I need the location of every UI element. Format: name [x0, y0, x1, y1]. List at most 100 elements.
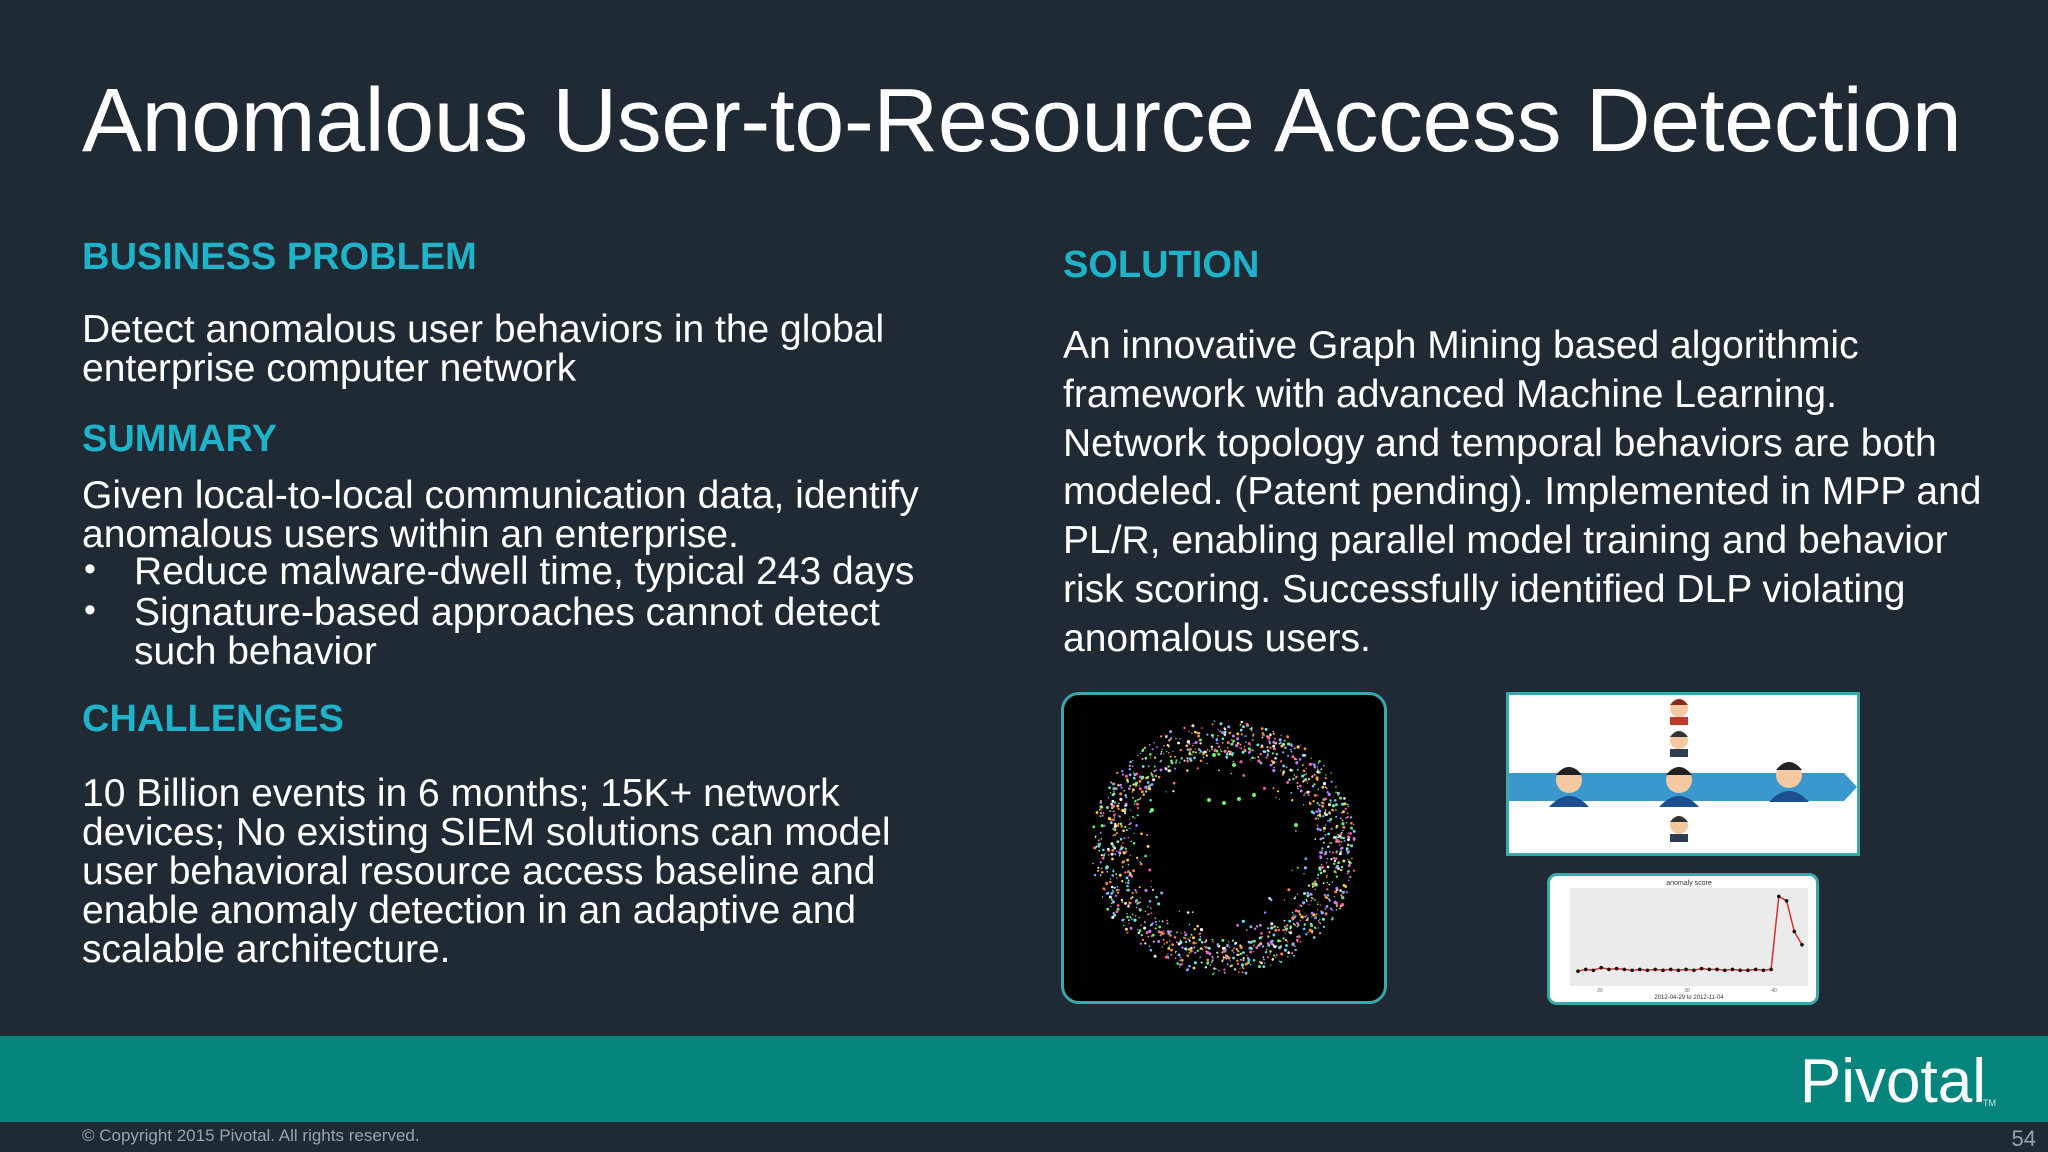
graph-node [1305, 773, 1308, 775]
graph-node [1152, 889, 1154, 891]
graph-node [1286, 780, 1290, 784]
graph-node [1117, 891, 1120, 894]
graph-node [1249, 744, 1252, 746]
graph-node [1112, 807, 1114, 809]
graph-node [1310, 896, 1313, 899]
graph-node [1114, 853, 1117, 856]
graph-node [1316, 802, 1319, 805]
graph-node [1151, 922, 1154, 925]
graph-node [1152, 778, 1156, 782]
graph-node [1115, 877, 1118, 879]
graph-node [1323, 830, 1325, 832]
graph-node [1330, 858, 1333, 861]
anomaly-score-point [1676, 968, 1681, 973]
graph-node [1321, 785, 1325, 789]
graph-node [1146, 833, 1149, 837]
user-icon [1549, 767, 1589, 807]
graph-node [1150, 808, 1154, 812]
graph-node [1163, 932, 1166, 935]
graph-node [1137, 929, 1139, 931]
graph-node [1147, 935, 1150, 938]
graph-node [1198, 932, 1202, 935]
graph-node [1149, 924, 1152, 927]
graph-node [1129, 916, 1132, 918]
graph-node [1318, 771, 1321, 774]
graph-node [1134, 817, 1136, 819]
plot-title: anomaly score [1666, 880, 1712, 887]
graph-node [1092, 862, 1094, 865]
graph-node [1162, 938, 1165, 941]
graph-node [1100, 809, 1102, 811]
graph-node [1296, 781, 1299, 785]
graph-node [1116, 824, 1119, 828]
graph-node [1150, 783, 1154, 786]
graph-node [1194, 951, 1197, 954]
graph-node [1135, 906, 1137, 909]
graph-node [1286, 735, 1289, 739]
graph-node [1291, 911, 1294, 914]
graph-node [1252, 734, 1254, 737]
graph-node [1160, 759, 1162, 762]
graph-node [1098, 809, 1101, 811]
graph-node [1146, 781, 1150, 784]
graph-node [1299, 904, 1301, 907]
graph-node [1137, 931, 1140, 935]
graph-node [1349, 836, 1351, 839]
graph-node [1272, 747, 1276, 751]
graph-node [1138, 787, 1142, 791]
graph-node [1112, 845, 1115, 848]
graph-node [1223, 730, 1227, 734]
graph-node [1196, 767, 1199, 770]
graph-node [1267, 935, 1269, 937]
graph-node [1244, 971, 1248, 975]
graph-node [1167, 953, 1169, 955]
graph-node [1305, 933, 1308, 936]
anomaly-score-point [1723, 968, 1727, 973]
graph-node [1133, 776, 1136, 780]
graph-node [1113, 825, 1117, 828]
graph-node [1284, 746, 1287, 749]
graph-node [1266, 942, 1270, 945]
graph-node [1331, 808, 1334, 811]
graph-node [1112, 787, 1116, 791]
graph-node [1231, 739, 1233, 741]
graph-node [1113, 810, 1115, 812]
graph-node [1339, 907, 1342, 910]
graph-node [1222, 958, 1225, 961]
graph-node [1230, 965, 1232, 967]
graph-node [1141, 749, 1145, 752]
graph-node [1138, 916, 1140, 919]
graph-node [1176, 931, 1178, 934]
graph-node [1213, 967, 1216, 970]
graph-node [1293, 954, 1296, 957]
graph-node [1299, 941, 1302, 943]
graph-node [1325, 862, 1328, 864]
graph-node [1144, 910, 1147, 913]
graph-node [1257, 944, 1260, 947]
graph-node [1100, 838, 1103, 840]
graph-node [1146, 844, 1150, 848]
graph-node [1315, 882, 1317, 885]
user-icon [1670, 699, 1688, 725]
graph-node [1297, 924, 1300, 927]
graph-node [1247, 751, 1251, 754]
graph-node [1199, 956, 1201, 958]
graph-node [1269, 736, 1271, 738]
graph-node [1325, 787, 1328, 790]
graph-node [1137, 901, 1140, 905]
graph-node [1330, 842, 1333, 844]
graph-node [1109, 810, 1111, 812]
graph-node [1351, 828, 1354, 831]
graph-node [1220, 750, 1223, 753]
graph-node [1132, 759, 1134, 762]
graph-node [1293, 757, 1297, 761]
graph-node [1328, 803, 1331, 807]
graph-node [1227, 956, 1231, 960]
graph-node [1169, 934, 1172, 937]
graph-node [1267, 750, 1270, 753]
graph-node [1165, 941, 1168, 944]
graph-node [1170, 948, 1173, 952]
graph-node [1150, 757, 1152, 759]
graph-node [1165, 767, 1168, 771]
graph-node [1329, 842, 1331, 844]
